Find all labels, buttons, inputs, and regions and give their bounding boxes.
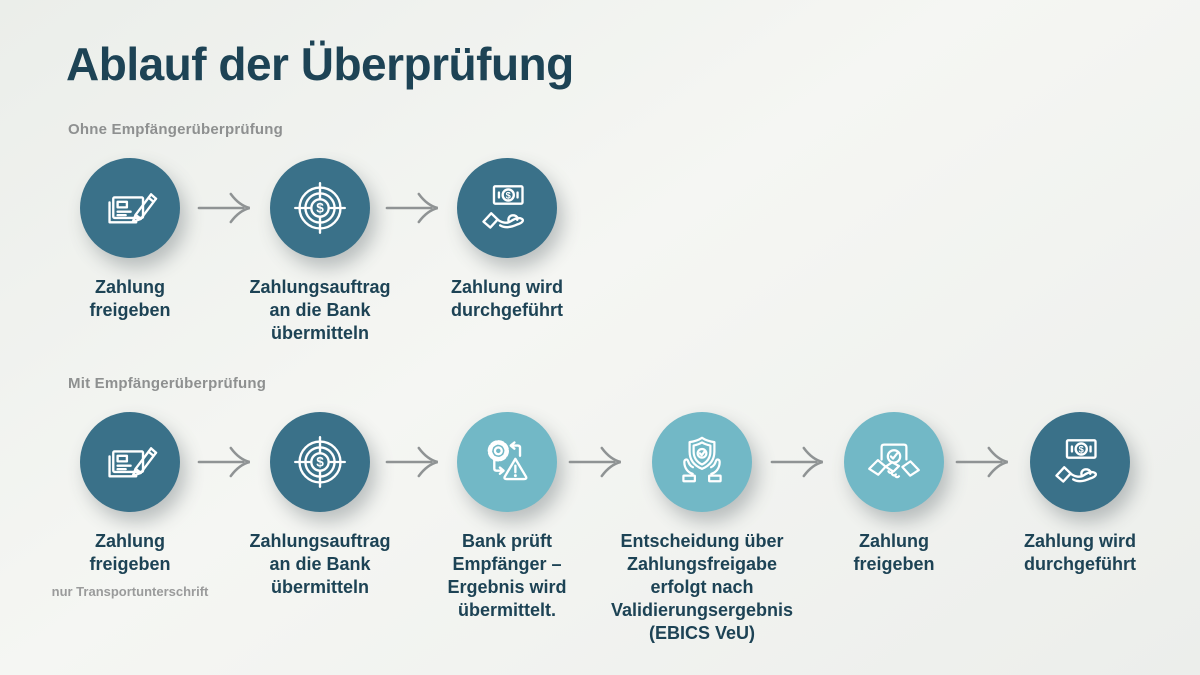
sign-payment-icon	[108, 193, 158, 224]
step-r2-zahlung-freigeben-2: Zahlung freigeben	[799, 412, 989, 576]
step-label: Entscheidung über Zahlungsfreigabe erfol…	[610, 531, 794, 643]
section-label-ohne: Ohne Empfängerüberprüfung	[68, 121, 283, 138]
shield-hands-icon	[682, 436, 722, 483]
step-r1-zahlung-freigeben: Zahlung freigeben	[35, 158, 225, 322]
step-r1-zahlung-durchgefuehrt: Zahlung wird durchgeführt	[412, 158, 602, 322]
step-circle	[270, 412, 370, 512]
step-label: Zahlungsauftrag an die Bank übermitteln	[249, 531, 391, 597]
process-warning-icon	[476, 431, 538, 493]
step-r1-auftrag-uebermitteln: Zahlungsauftrag an die Bank übermitteln	[225, 158, 415, 345]
money-hand-icon	[482, 185, 525, 229]
step-circle	[270, 158, 370, 258]
step-label: Zahlung wird durchgeführt	[1024, 531, 1136, 574]
step-r2-auftrag-uebermitteln: Zahlungsauftrag an die Bank übermitteln	[225, 412, 415, 599]
step-circle	[1030, 412, 1130, 512]
step-r2-bank-prueft: Bank prüft Empfänger – Ergebnis wird übe…	[412, 412, 602, 622]
target-money-icon	[294, 182, 346, 234]
step-r2-zahlung-freigeben: Zahlung freigeben nur Transportunterschr…	[35, 412, 225, 599]
step-circle	[652, 412, 752, 512]
step-label: Zahlung freigeben	[89, 531, 171, 574]
step-circle	[457, 158, 557, 258]
step-label: Zahlung wird durchgeführt	[451, 277, 563, 320]
step-label: Zahlungsauftrag an die Bank übermitteln	[249, 277, 391, 343]
step-circle	[80, 158, 180, 258]
step-r2-zahlung-durchgefuehrt: Zahlung wird durchgeführt	[985, 412, 1175, 576]
step-circle	[80, 412, 180, 512]
step-label: Bank prüft Empfänger – Ergebnis wird übe…	[447, 531, 567, 620]
step-note: nur Transportunterschrift	[51, 584, 209, 599]
step-circle	[457, 412, 557, 512]
step-label: Zahlung freigeben	[89, 277, 171, 320]
step-circle	[844, 412, 944, 512]
handshake-icon	[868, 443, 920, 479]
step-label: Zahlung freigeben	[853, 531, 935, 574]
section-label-mit: Mit Empfängerüberprüfung	[68, 375, 267, 392]
sign-payment-icon	[108, 447, 158, 478]
money-hand-icon	[1055, 439, 1098, 483]
page-title: Ablauf der Überprüfung	[66, 38, 574, 90]
target-money-icon	[294, 436, 346, 488]
step-r2-entscheidung: Entscheidung über Zahlungsfreigabe erfol…	[597, 412, 807, 645]
